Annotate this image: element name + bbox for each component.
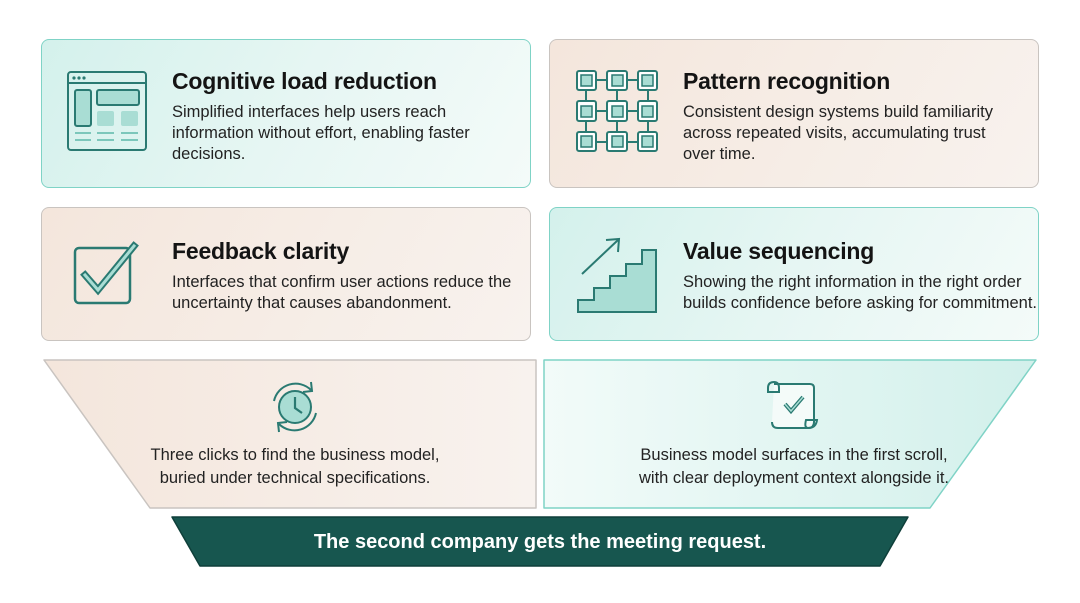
stairs-arrow-icon xyxy=(577,237,657,313)
card-description: Interfaces that confirm user actions red… xyxy=(172,273,512,312)
clock-cycle-icon xyxy=(273,381,317,433)
card-value-sequencing: Value sequencing Showing the right infor… xyxy=(549,207,1039,341)
comparison-right-text: Business model surfaces in the first scr… xyxy=(638,446,949,487)
comparison-left-text: Three clicks to find the business model,… xyxy=(150,446,440,487)
browser-layout-icon xyxy=(67,71,147,151)
card-title: Pattern recognition xyxy=(683,68,891,94)
panel-left xyxy=(43,359,537,509)
card-title: Feedback clarity xyxy=(172,238,350,264)
scroll-check-icon xyxy=(767,380,819,429)
grid-pattern-icon xyxy=(576,70,658,152)
card-pattern-recognition: Pattern recognition Consistent design sy… xyxy=(549,39,1039,188)
card-title: Value sequencing xyxy=(683,238,875,264)
card-feedback-clarity: Feedback clarity Interfaces that confirm… xyxy=(41,207,531,341)
checkbox-check-icon xyxy=(73,241,139,305)
panel-right xyxy=(543,359,1037,509)
card-cognitive-load: Cognitive load reduction Simplified inte… xyxy=(41,39,531,188)
card-title: Cognitive load reduction xyxy=(172,68,437,94)
banner-text: The second company gets the meeting requ… xyxy=(313,531,767,553)
banner-shape xyxy=(171,516,909,567)
card-description: Consistent design systems build familiar… xyxy=(683,103,993,163)
card-description: Showing the right information in the rig… xyxy=(683,273,1038,312)
